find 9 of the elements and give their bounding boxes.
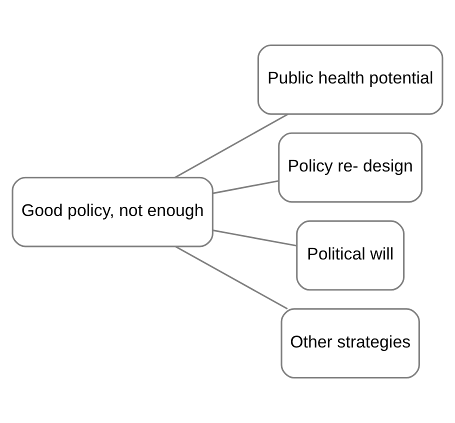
node-box: Policy re- design — [278, 132, 423, 203]
node-box: Other strategies — [280, 308, 420, 379]
connector — [212, 180, 279, 194]
node-box: Public health potential — [257, 44, 444, 115]
connector — [174, 113, 288, 178]
node-box: Good policy, not enough — [12, 176, 214, 248]
connector — [212, 230, 297, 247]
connector — [175, 246, 288, 310]
node-box: Political will — [296, 220, 405, 291]
